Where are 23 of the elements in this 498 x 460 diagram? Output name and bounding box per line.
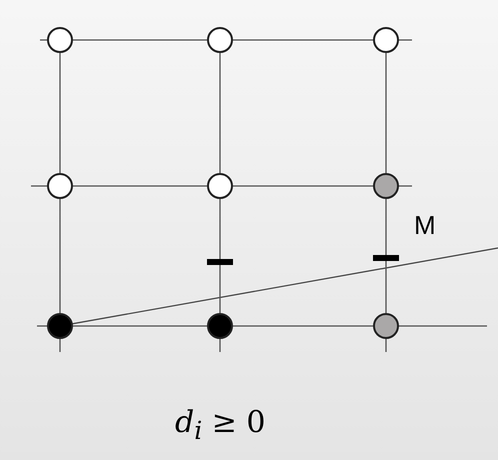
grid-line bbox=[73, 325, 207, 327]
grid-line bbox=[73, 185, 207, 187]
circle-node bbox=[47, 27, 73, 53]
grid-line bbox=[59, 199, 61, 313]
grid-line bbox=[219, 53, 221, 173]
formula: d$_{i}$ ≥ 0 bbox=[175, 405, 266, 445]
grid-line bbox=[233, 325, 373, 327]
grid-line bbox=[73, 39, 207, 41]
circle-node bbox=[47, 173, 73, 199]
grid-line bbox=[219, 199, 221, 313]
circle-node bbox=[47, 313, 73, 339]
grid-line bbox=[385, 199, 387, 313]
circle-node bbox=[207, 173, 233, 199]
grid-line bbox=[385, 53, 387, 173]
plane-label: M bbox=[414, 210, 436, 241]
grid-line bbox=[233, 39, 373, 41]
circle-node bbox=[207, 27, 233, 53]
circle-node bbox=[373, 173, 399, 199]
grid-line bbox=[233, 185, 373, 187]
circle-node bbox=[207, 313, 233, 339]
circle-node bbox=[373, 27, 399, 53]
grid-line bbox=[59, 53, 61, 173]
circle-node bbox=[373, 313, 399, 339]
